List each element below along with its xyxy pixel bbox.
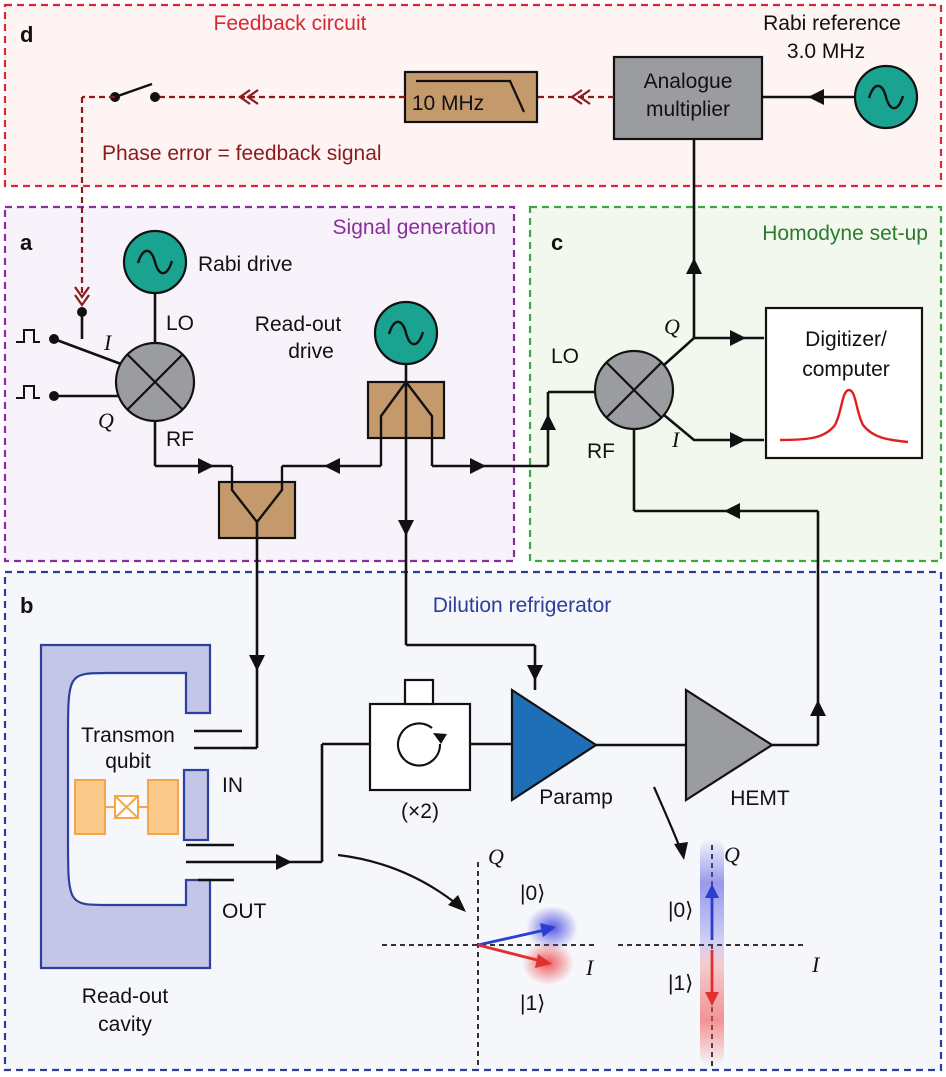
signal-generation: Rabi drive LO I Q RF Read-out drive (16, 229, 548, 730)
circulator (368, 702, 472, 792)
cavity-label-2: cavity (98, 1013, 152, 1036)
digitizer-box (764, 306, 924, 460)
arrow-right-icon (470, 458, 486, 474)
circulator-count: (×2) (401, 800, 439, 823)
arrow-left-icon (324, 458, 340, 474)
arrow-up-icon (810, 700, 826, 716)
panel-letter-b: b (20, 593, 33, 618)
panel-letter-c: c (551, 230, 563, 255)
cavity-label-1: Read-out (82, 985, 169, 1008)
pulse-icon (16, 329, 40, 343)
homodyne-q-label: Q (664, 314, 680, 339)
homodyne-rf-label: RF (587, 440, 615, 463)
filter-label: 10 MHz (412, 92, 484, 115)
sine-icon (387, 320, 425, 346)
double-chevron-icon (570, 89, 591, 105)
digitizer-label-1: Digitizer/ (805, 328, 887, 351)
lowpass-icon (416, 79, 526, 113)
iq-plot-left: Q I |0⟩ |1⟩ (382, 844, 598, 1066)
dilution-title: Dilution refrigerator (433, 594, 612, 617)
multiplier-label-1: Analogue (644, 70, 733, 93)
feedback-title: Feedback circuit (214, 12, 367, 35)
transmon-label-1: Transmon (81, 724, 175, 747)
double-chevron-icon (238, 89, 259, 105)
readout-cavity (39, 643, 212, 970)
homodyne-title: Homodyne set-up (762, 222, 928, 245)
sine-icon (867, 84, 905, 110)
hemt-label: HEMT (730, 787, 790, 810)
iq-plot-right: Q I |0⟩ |1⟩ (618, 838, 821, 1066)
homodyne-setup: LO RF Q I Digitizer/ computer (540, 139, 924, 745)
arrow-left-icon (808, 89, 824, 105)
digitizer-label-2: computer (802, 358, 890, 381)
dilution-refrigerator: Transmon qubit IN OUT Read-out cavity (39, 643, 826, 1036)
arrow-curve-icon (674, 842, 688, 860)
panel-letter-a: a (20, 230, 33, 255)
transmon-qubit (74, 779, 179, 835)
homodyne-lo-label: LO (551, 345, 579, 368)
double-chevron-down-icon (74, 286, 90, 307)
arrow-left-icon (724, 503, 740, 519)
left-state0-label: |0⟩ (520, 882, 545, 905)
out-label: OUT (222, 900, 267, 923)
right-q-axis-label: Q (724, 842, 740, 867)
paramp-label: Paramp (539, 786, 613, 809)
mixer-x-icon (127, 354, 183, 410)
arrow-down-icon (249, 655, 265, 671)
rabi-reference-frequency: 3.0 MHz (787, 40, 865, 63)
transmon-label-2: qubit (105, 750, 151, 773)
feedback-circuit: Rabi reference 3.0 MHz Analogue multipli… (74, 12, 919, 307)
arrow-right-icon (198, 458, 214, 474)
paramp (510, 687, 599, 803)
arrow-right-icon (276, 854, 292, 870)
arrow-down-icon (398, 520, 414, 536)
panel-letter-d: d (20, 22, 33, 47)
feedback-switch[interactable] (114, 82, 153, 99)
pulse-icon (16, 385, 40, 399)
rabi-reference-label: Rabi reference (763, 12, 901, 35)
homodyne-i-label: I (671, 427, 681, 452)
hemt-amplifier (684, 687, 775, 803)
phase-error-label: Phase error = feedback signal (102, 142, 382, 165)
signal-generation-title: Signal generation (333, 216, 496, 239)
junction-icon (114, 795, 139, 819)
digitizer-trace (779, 388, 909, 444)
lo-label: LO (166, 312, 194, 335)
multiplier-label-2: multiplier (646, 98, 730, 121)
q-input-label: Q (98, 408, 114, 433)
readout-drive-label-1: Read-out (255, 313, 342, 336)
arrow-right-icon (730, 330, 746, 346)
sine-icon (136, 249, 174, 275)
analogue-multiplier-box (612, 55, 764, 141)
arrow-curve-icon (448, 895, 466, 912)
readout-drive-label-2: drive (288, 340, 334, 363)
left-state1-label: |1⟩ (520, 992, 545, 1015)
i-input-label: I (103, 330, 113, 355)
mixer-x-icon (606, 362, 662, 418)
arrow-up-icon (540, 414, 556, 430)
arrow-right-icon (730, 432, 746, 448)
left-i-axis-label: I (585, 955, 595, 980)
right-state1-label: |1⟩ (668, 972, 693, 995)
arrow-up-icon (686, 258, 702, 274)
right-i-axis-label: I (811, 952, 821, 977)
arrow-down-icon (527, 665, 543, 681)
rf-label: RF (166, 428, 194, 451)
rabi-drive-label: Rabi drive (198, 253, 293, 276)
in-label: IN (222, 774, 243, 797)
left-q-axis-label: Q (488, 844, 504, 869)
right-state0-label: |0⟩ (668, 899, 693, 922)
circulator-icon (396, 722, 442, 767)
